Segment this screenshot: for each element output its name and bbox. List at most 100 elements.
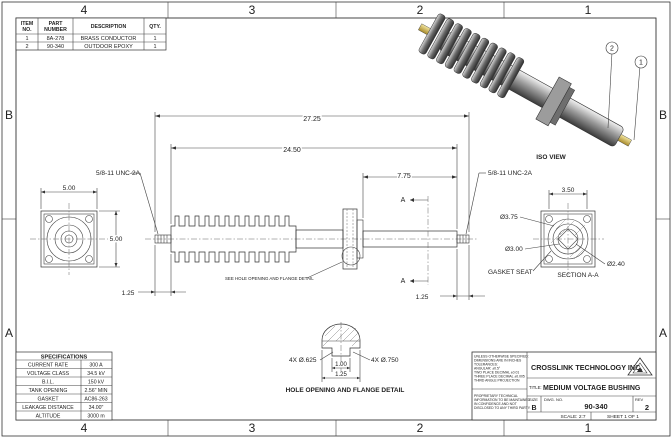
spec-value: 34.00" <box>89 405 104 411</box>
section-d1: Ø3.75 <box>500 214 518 221</box>
tb-scale: SCALE: 2:7 <box>560 414 585 420</box>
tb-note: DIMENSIONS ARE IN INCHES <box>474 359 522 363</box>
bom-row2-part: 90-340 <box>47 44 64 50</box>
bom-row1-qty: 1 <box>153 36 156 42</box>
tb-note: THREE PLACE DECIMAL ±0.005 <box>474 375 525 379</box>
zone-bottom-1: 1 <box>585 421 592 435</box>
spec-key: ALTITUDE <box>36 414 61 420</box>
zone-bottom-2: 2 <box>417 421 424 435</box>
gasket-seat-label: GASKET SEAT <box>488 269 533 276</box>
tb-note: TOLERANCES: <box>474 363 498 367</box>
zone-top-4: 4 <box>81 3 88 17</box>
zone-top-2: 2 <box>417 3 424 17</box>
body-length-dim: 24.50 <box>283 147 301 154</box>
detail-left-callout: 4X Ø.625 <box>289 357 317 364</box>
zone-left-b: B <box>5 108 13 122</box>
tb-size-label: SIZE <box>529 397 538 402</box>
spec-value: 2.56" MIN <box>85 388 108 394</box>
iso-view-label: ISO VIEW <box>536 154 566 161</box>
bom-header-qty: QTY. <box>149 24 161 30</box>
section-d3: Ø2.40 <box>607 261 625 268</box>
tb-note: TWO PLACE DECIMAL ±0.01 <box>474 371 519 375</box>
bom-row2-item: 2 <box>25 44 28 50</box>
section-flange-dim: 3.50 <box>562 187 575 194</box>
section-a-a-label: SECTION A-A <box>557 272 599 279</box>
spec-key: TANK OPENING <box>29 388 68 394</box>
tb-rev: 2 <box>645 403 649 412</box>
tb-dwg-no: 90-340 <box>584 402 607 411</box>
spec-key: LEAKAGE DISTANCE <box>22 405 74 411</box>
bom-row2-qty: 1 <box>153 44 156 50</box>
main-side-view: A A SEE HOLE OPENING AND FLANGE DETAIL 2… <box>96 112 533 301</box>
section-d2: Ø3.00 <box>505 246 523 253</box>
tb-prop-note: IN CONFIDENCE AND NOT <box>474 402 517 406</box>
tb-rev-label: REV <box>635 397 644 402</box>
spec-value: 34.5 kV <box>87 371 105 377</box>
spec-value: AC86-263 <box>84 397 107 403</box>
left-view-width-dim: 5.00 <box>63 185 76 192</box>
spec-key: VOLTAGE CLASS <box>27 371 70 377</box>
zone-right-b: B <box>659 108 667 122</box>
main-view-detail-note: SEE HOLE OPENING AND FLANGE DETAIL <box>225 276 314 281</box>
iso-view: 2 1 ISO VIEW <box>418 13 648 161</box>
tb-note: UNLESS OTHERWISE SPECIFIED: <box>474 355 529 359</box>
tb-note: ANGULAR: ±0.5° <box>474 367 501 371</box>
specs-table: SPECIFICATIONS CURRENT RATE 300 A VOLTAG… <box>15 351 113 421</box>
specs-title: SPECIFICATIONS <box>41 355 88 361</box>
section-letter-top: A <box>401 197 406 204</box>
zone-bottom-4: 4 <box>81 421 88 435</box>
zone-top-1: 1 <box>585 3 592 17</box>
hole-flange-detail: 4X Ø.625 4X Ø.750 1.00 1.25 HOLE OPENING… <box>286 322 405 394</box>
bom-header-desc: DESCRIPTION <box>91 24 127 30</box>
tb-sheet: SHEET 1 OF 1 <box>607 414 639 420</box>
bom-row1-part: 8A-278 <box>47 36 65 42</box>
tb-prop-note: PROPRIETARY TECHNICAL <box>474 394 518 398</box>
detail-dim-outer: 1.25 <box>335 372 347 378</box>
zone-top-3: 3 <box>249 3 256 17</box>
iso-balloon-1-label: 1 <box>639 60 643 67</box>
tb-dwg-label: DWG. NO. <box>544 397 563 402</box>
company-logo-icon <box>627 357 653 376</box>
spec-key: GASKET <box>37 397 59 403</box>
tb-prop-note: DISCLOSED TO ANY THIRD PARTY. <box>474 406 531 410</box>
zone-bottom-3: 3 <box>249 421 256 435</box>
overall-length-dim: 27.25 <box>303 116 321 123</box>
bom-row1-item: 1 <box>25 36 28 42</box>
tb-size: B <box>531 405 536 412</box>
detail-title: HOLE OPENING AND FLANGE DETAIL <box>286 387 405 394</box>
detail-right-callout: 4X Ø.750 <box>371 357 399 364</box>
thread-right-callout: 5/8-11 UNC-2A <box>488 170 533 177</box>
right-stub-dim: 1.25 <box>416 294 429 301</box>
tb-title: MEDIUM VOLTAGE BUSHING <box>543 385 641 392</box>
zone-right-a: A <box>659 326 667 340</box>
tb-title-label: TITLE: <box>529 385 542 390</box>
detail-dim-inner: 1.00 <box>335 362 347 368</box>
left-stub-dim: 1.25 <box>122 290 135 297</box>
zone-left-a: A <box>5 326 13 340</box>
iso-balloon-1 <box>634 55 648 69</box>
iso-balloon-2 <box>605 41 619 55</box>
spec-value: 3000 m <box>87 414 104 420</box>
left-end-view: 5.00 5.00 <box>30 185 124 275</box>
spec-value: 150 kV <box>88 380 105 386</box>
bom-row2-desc: OUTDOOR EPOXY <box>84 44 133 50</box>
left-view-height-dim: 5.00 <box>110 236 123 243</box>
flange-length-dim: 7.75 <box>397 173 411 180</box>
tb-note: THIRD ANGLE PROJECTION <box>474 379 520 383</box>
tb-company: CROSSLINK TECHNOLOGY INC. <box>531 363 642 372</box>
iso-balloon-2-label: 2 <box>610 46 614 53</box>
spec-value: 300 A <box>89 363 103 369</box>
section-letter-bottom: A <box>401 278 406 285</box>
title-block: UNLESS OTHERWISE SPECIFIED: DIMENSIONS A… <box>471 351 657 421</box>
thread-left-callout: 5/8-11 UNC-2A <box>96 170 141 177</box>
spec-key: B.I.L. <box>42 380 54 386</box>
tb-prop-note: INFORMATION TO BE MAINTAINED <box>474 398 531 402</box>
spec-key: CURRENT RATE <box>28 363 69 369</box>
bom-row1-desc: BRASS CONDUCTOR <box>81 36 137 42</box>
